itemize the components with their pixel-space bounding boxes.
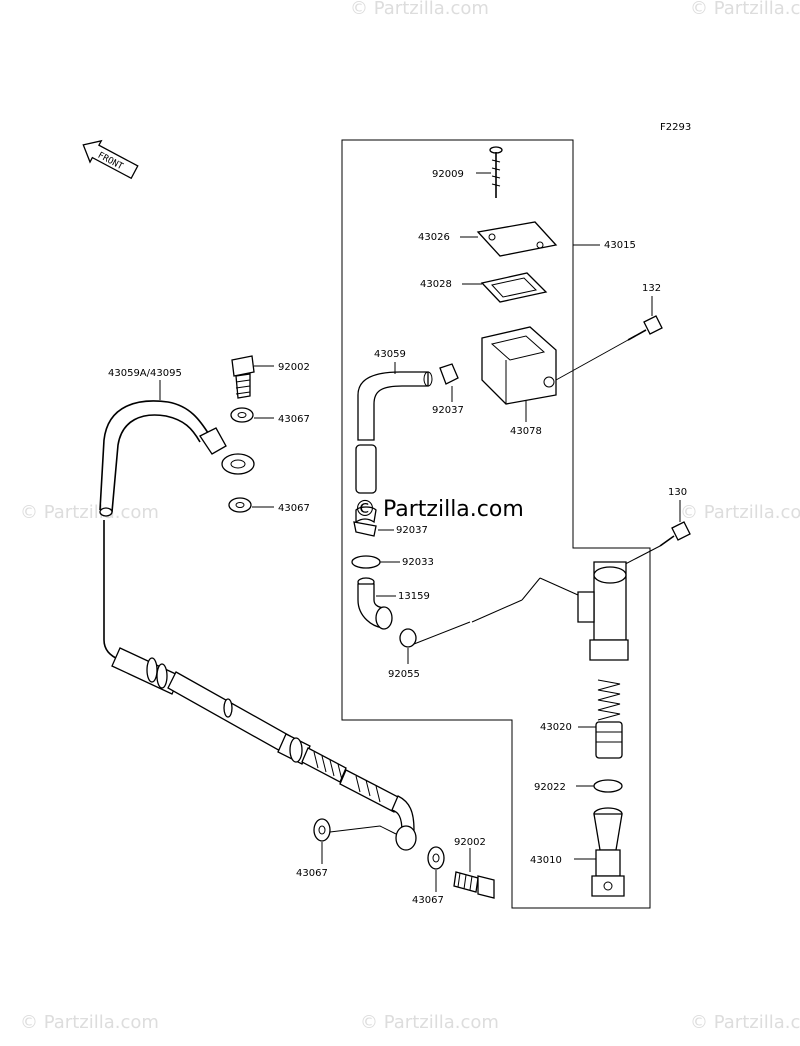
screw-92009	[476, 146, 503, 198]
hose-43059	[355, 362, 433, 494]
washer-43067-c	[313, 818, 381, 864]
watermark-center: © Partzilla.com	[354, 497, 524, 522]
label-130: 130	[668, 487, 687, 498]
front-arrow-icon: FRONT	[82, 139, 139, 180]
watermark-bottom-mid: © Partzilla.com	[360, 1012, 499, 1033]
label-43020: 43020	[540, 722, 572, 733]
watermark-top-mid: © Partzilla.com	[350, 0, 489, 19]
label-92037-upper: 92037	[432, 405, 464, 416]
watermark-bottom-left: © Partzilla.com	[20, 1012, 159, 1033]
label-43010: 43010	[530, 855, 562, 866]
watermark-left: © Partzilla.com	[20, 502, 159, 523]
clip-92037-upper	[439, 363, 459, 402]
assembly-boundary	[341, 139, 651, 909]
label-43059: 43059	[374, 349, 406, 360]
circlip-92022	[576, 779, 623, 793]
banjo-bolt-92002-upper	[231, 355, 274, 399]
watermark-right: © Partzilla.com	[680, 502, 800, 523]
fitting-13159	[357, 577, 396, 630]
label-43015: 43015	[604, 240, 636, 251]
washer-43067-a	[230, 407, 274, 423]
label-43067-a: 43067	[278, 414, 310, 425]
label-92022: 92022	[534, 782, 566, 793]
label-43059A-43095: 43059A/43095	[108, 368, 182, 379]
circlip-92033	[351, 555, 400, 569]
label-92002-lower: 92002	[454, 837, 486, 848]
label-43067-b: 43067	[278, 503, 310, 514]
watermark-top-right: © Partzilla.com	[690, 0, 800, 19]
cap-43026	[460, 221, 558, 257]
diaphragm-43028	[462, 272, 548, 303]
master-cylinder-body	[471, 561, 629, 661]
pushrod-43010	[574, 807, 625, 897]
figure-code: F2293	[660, 122, 691, 133]
label-43067-c: 43067	[296, 868, 328, 879]
watermark-tiles: © Partzilla.com © Partzilla.com © Partzi…	[20, 0, 800, 1033]
washer-43067-b	[228, 497, 274, 513]
label-132: 132	[642, 283, 661, 294]
label-92033: 92033	[402, 557, 434, 568]
watermark-bottom-right: © Partzilla.com	[690, 1012, 800, 1033]
label-13159: 13159	[398, 591, 430, 602]
oring-92055	[399, 621, 471, 664]
label-92002-upper: 92002	[278, 362, 310, 373]
label-43078: 43078	[510, 426, 542, 437]
spring-43020	[578, 679, 623, 759]
banjo-bolt-92002-lower	[453, 848, 495, 899]
reservoir-43078	[481, 326, 557, 422]
clip-92037-lower	[353, 506, 394, 537]
bolt-132	[555, 296, 663, 381]
brake-hose-43059A	[99, 380, 417, 851]
label-43067-d: 43067	[412, 895, 444, 906]
label-43028: 43028	[420, 279, 452, 290]
label-92037-lower: 92037	[396, 525, 428, 536]
label-92009: 92009	[432, 169, 464, 180]
washer-43067-d	[427, 846, 445, 892]
label-92055: 92055	[388, 669, 420, 680]
label-43026: 43026	[418, 232, 450, 243]
